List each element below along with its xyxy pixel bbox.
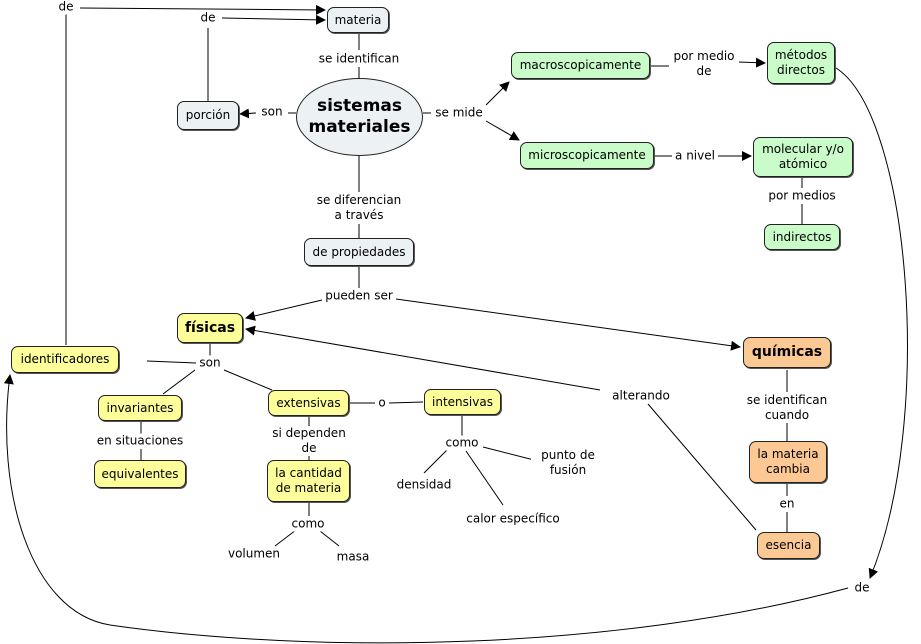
- example-punto-de-fusion: punto de fusión: [531, 448, 605, 478]
- equivalentes-node[interactable]: equivalentes: [94, 460, 186, 488]
- link-por-medios: por medios: [766, 188, 838, 204]
- link-se-mide: se mide: [433, 105, 485, 121]
- intensivas-node[interactable]: intensivas: [424, 389, 501, 415]
- link-se-diferencian: se diferencian a través: [311, 193, 407, 223]
- identificadores-node[interactable]: identificadores: [11, 346, 119, 373]
- link-como-intensivas: como: [443, 435, 481, 451]
- invariantes-node[interactable]: invariantes: [98, 395, 182, 421]
- esencia-node[interactable]: esencia: [757, 532, 820, 559]
- link-alterando: alterando: [610, 388, 672, 404]
- link-se-identifican: se identifican: [316, 51, 402, 67]
- link-en: en: [777, 496, 797, 512]
- link-se-identifican-cuando: se identifican cuando: [740, 393, 834, 423]
- link-a-nivel: a nivel: [673, 148, 717, 164]
- de-propiedades-node[interactable]: de propiedades: [304, 238, 414, 266]
- link-si-dependen-de: si dependen de: [267, 426, 351, 456]
- fisicas-node[interactable]: físicas: [177, 313, 243, 343]
- link-de-materia: de: [198, 10, 218, 26]
- link-son: son: [197, 355, 223, 371]
- link-en-situaciones: en situaciones: [94, 433, 186, 449]
- link-o: o: [376, 395, 388, 411]
- materia-node[interactable]: materia: [327, 7, 389, 33]
- link-de-top: de: [56, 0, 76, 15]
- sistemas-materiales-node[interactable]: sistemas materiales: [296, 78, 423, 156]
- porcion-node[interactable]: porción: [177, 101, 239, 130]
- metodos-directos-node[interactable]: métodos directos: [767, 42, 835, 84]
- link-son-porcion: son: [259, 104, 285, 120]
- molecular-atomico-node[interactable]: molecular y/o atómico: [753, 137, 853, 177]
- macroscopicamente-node[interactable]: macroscopicamente: [511, 52, 650, 79]
- la-materia-cambia-node[interactable]: la materia cambia: [749, 441, 827, 483]
- quimicas-node[interactable]: químicas: [743, 337, 831, 368]
- indirectos-node[interactable]: indirectos: [764, 224, 840, 250]
- la-cantidad-de-materia-node[interactable]: la cantidad de materia: [267, 460, 350, 502]
- example-volumen: volumen: [225, 546, 283, 562]
- extensivas-node[interactable]: extensivas: [268, 390, 349, 416]
- link-de-bottom: de: [852, 580, 872, 596]
- link-pueden-ser: pueden ser: [323, 288, 395, 304]
- example-calor-especifico: calor específico: [464, 511, 562, 527]
- link-como-extensivas: como: [289, 516, 327, 532]
- link-por-medio-de: por medio de: [669, 49, 739, 79]
- example-densidad: densidad: [394, 477, 454, 493]
- microscopicamente-node[interactable]: microscopicamente: [520, 142, 654, 169]
- example-masa: masa: [334, 549, 372, 565]
